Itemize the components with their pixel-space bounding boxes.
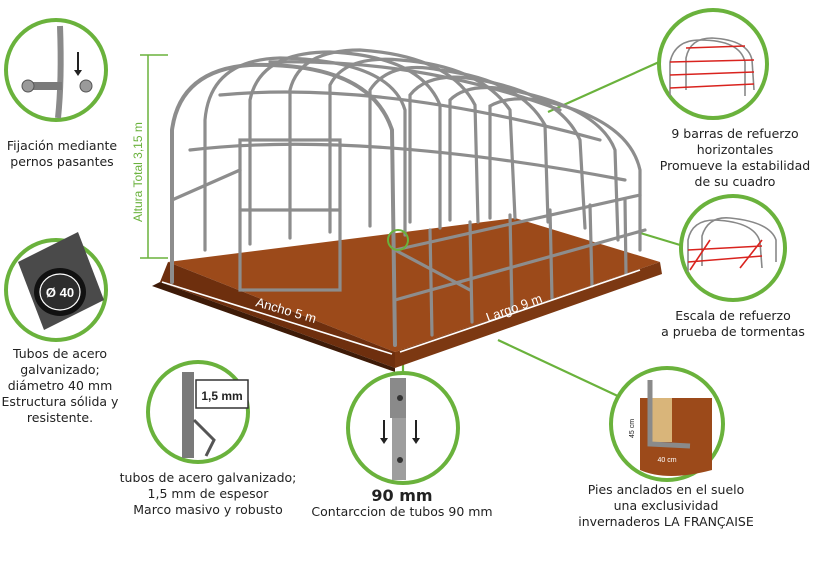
caption-line: 9 barras de refuerzo (671, 126, 799, 141)
anchor-caption: Pies anclados en el suelo una exclusivid… (566, 482, 766, 530)
greenhouse-base (152, 218, 662, 372)
caption-line: de su cuadro (694, 174, 776, 189)
wall-caption: tubos de acero galvanizado; 1,5 mm de es… (108, 470, 308, 518)
ground-anchor-icon: 45 cm 40 cm (629, 380, 712, 476)
bolts-caption: Fijación mediante pernos pasantes (2, 138, 122, 170)
caption-line: invernaderos LA FRANÇAISE (578, 514, 754, 529)
caption-line: resistente. (26, 410, 94, 425)
bars-caption: 9 barras de refuerzo horizontales Promue… (652, 126, 818, 190)
caption-line: diámetro 40 mm (7, 378, 113, 393)
bolt-icon (21, 25, 93, 119)
caption-line: Marco masivo y robusto (133, 502, 283, 517)
anchor-dim-h: 40 cm (657, 457, 676, 464)
insert-caption: 90 mm Contarccion de tubos 90 mm (296, 488, 508, 520)
height-label: Altura Total 3,15 m (131, 122, 145, 222)
wall-thickness-icon: 1,5 mm (182, 372, 249, 458)
caption-line: Promueve la estabilidad (659, 158, 811, 173)
wall-callout: 1,5 mm (146, 360, 250, 464)
tube40-callout: Ø 40 (4, 232, 108, 342)
insert-title: 90 mm (371, 486, 433, 505)
caption-line: una exclusividad (613, 498, 719, 513)
storm-callout (679, 194, 787, 302)
anchor-dim-v: 45 cm (629, 419, 636, 438)
caption-line: Escala de refuerzo (675, 308, 791, 323)
connection-highlight (387, 229, 409, 251)
wall-badge: 1,5 mm (201, 389, 242, 403)
tube-insert-icon (380, 378, 420, 480)
caption-line: Estructura sólida y (1, 394, 119, 409)
bars-callout (657, 8, 769, 120)
caption-line: galvanizado; (20, 362, 100, 377)
height-dimension: Altura Total 3,15 m (131, 54, 168, 259)
bolt-callout (4, 18, 108, 122)
caption-line: horizontales (696, 142, 774, 157)
caption-line: Fijación mediante (6, 138, 118, 153)
caption-line: tubos de acero galvanizado; (119, 470, 297, 485)
tube40-badge: Ø 40 (46, 285, 74, 300)
reinforcement-bars-icon (669, 37, 755, 96)
caption-line: pernos pasantes (10, 154, 114, 169)
tube-section-icon: Ø 40 (18, 232, 104, 330)
insert-callout (346, 371, 460, 485)
caption-line: a prueba de tormentas (661, 324, 805, 339)
anchor-callout: 45 cm 40 cm (609, 366, 725, 482)
storm-bracing-icon (687, 217, 777, 272)
greenhouse-frame (170, 48, 647, 347)
caption-line: 1,5 mm de espesor (147, 486, 269, 501)
tube40-caption: Tubos de acero galvanizado; diámetro 40 … (0, 346, 120, 426)
caption-line: Contarccion de tubos 90 mm (311, 504, 493, 519)
caption-line: Pies anclados en el suelo (587, 482, 745, 497)
caption-line: Tubos de acero (12, 346, 108, 361)
storm-caption: Escala de refuerzo a prueba de tormentas (650, 308, 816, 340)
